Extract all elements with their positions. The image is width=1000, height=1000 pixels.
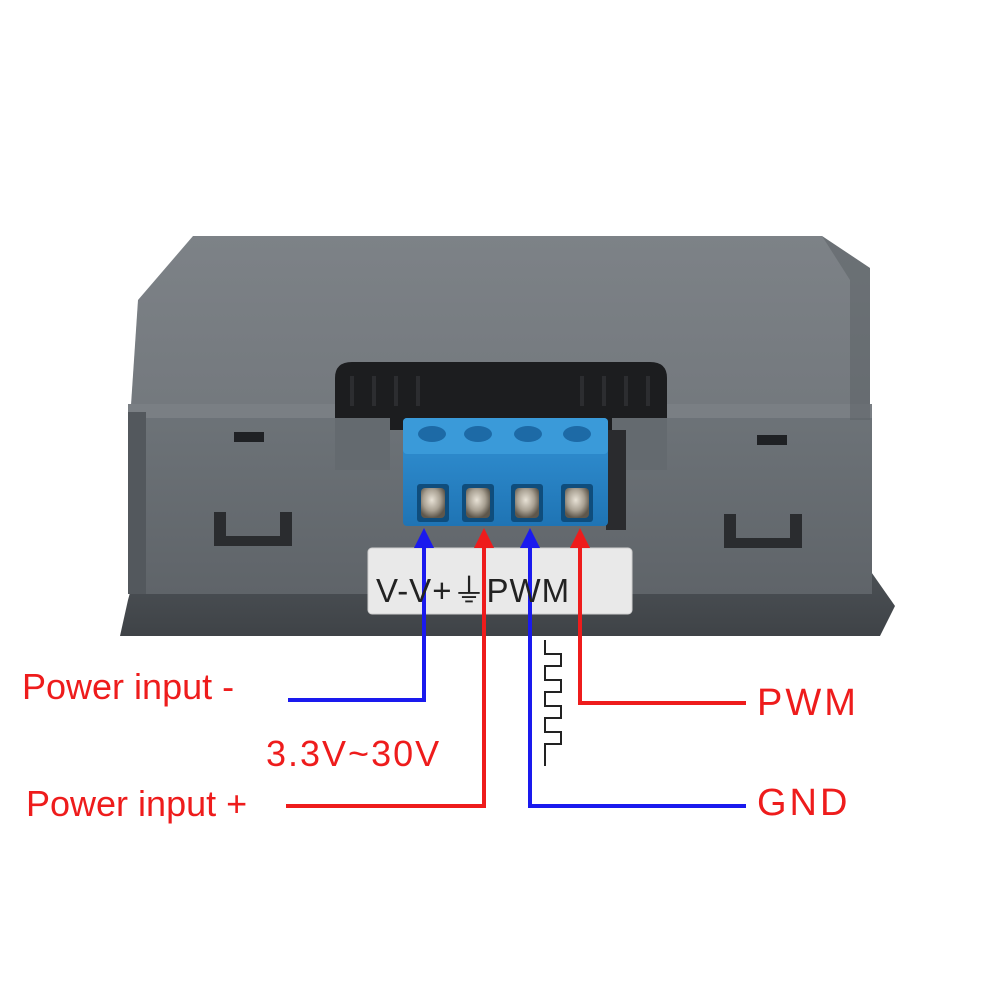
terminal-sticker-text: V-V+⏚PWM bbox=[376, 572, 571, 609]
terminal-screws bbox=[421, 488, 589, 518]
housing-slot-left bbox=[234, 432, 264, 442]
screw-v-minus bbox=[421, 488, 445, 518]
housing-slot-right bbox=[757, 435, 787, 445]
label-power-input-minus: Power input - bbox=[22, 666, 235, 707]
terminal-sticker bbox=[367, 547, 633, 615]
label-pwm: PWM bbox=[757, 682, 859, 724]
clip-cutout-left bbox=[214, 512, 292, 546]
wire-power-minus bbox=[288, 528, 434, 702]
wire-gnd bbox=[520, 528, 746, 808]
screw-gnd bbox=[515, 488, 539, 518]
wire-power-plus bbox=[286, 528, 494, 808]
label-voltage-range: 3.3V~30V bbox=[266, 733, 442, 774]
label-gnd: GND bbox=[757, 782, 851, 824]
terminal-top-holes bbox=[418, 426, 591, 442]
housing-top bbox=[130, 236, 870, 420]
clip-cutout-right bbox=[724, 514, 802, 548]
screw-v-plus bbox=[466, 488, 490, 518]
label-power-input-plus: Power input + bbox=[26, 783, 248, 824]
terminal-block bbox=[403, 418, 608, 526]
pwm-waveform bbox=[544, 640, 562, 766]
wire-pwm bbox=[570, 528, 746, 705]
screw-pwm bbox=[565, 488, 589, 518]
